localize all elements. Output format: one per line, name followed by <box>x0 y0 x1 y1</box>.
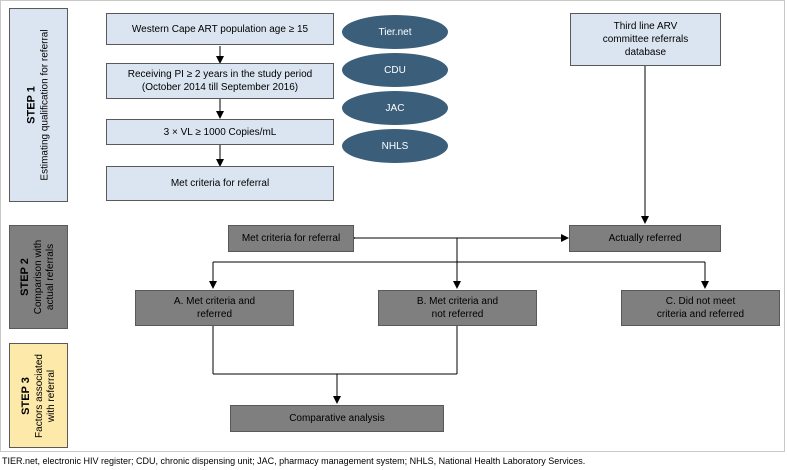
connector-arrows <box>209 46 709 404</box>
receiving-pi-line1: Receiving PI ≥ 2 years in the study peri… <box>127 69 313 80</box>
group-b-line2: not referred <box>431 309 484 320</box>
population-label: Western Cape ART population age ≥ 15 <box>131 23 309 35</box>
third-line-database-box: Third line ARV committee referrals datab… <box>570 13 721 66</box>
viral-load-label: 3 × VL ≥ 1000 Copies/mL <box>163 126 277 138</box>
comparative-analysis-label: Comparative analysis <box>289 413 385 424</box>
actually-referred-box: Actually referred <box>569 225 721 252</box>
source-cdu-label: CDU <box>384 64 406 76</box>
group-a-line2: referred <box>196 309 232 320</box>
group-b-box: B. Met criteria and not referred <box>378 290 537 326</box>
source-cdu: CDU <box>342 53 448 87</box>
third-line-line2: committee referrals <box>602 34 689 45</box>
met-criteria-step2-label: Met criteria for referral <box>241 233 341 244</box>
receiving-pi-line2: (October 2014 till September 2016) <box>141 82 299 93</box>
source-jac: JAC <box>342 91 448 125</box>
source-nhls-label: NHLS <box>381 140 409 152</box>
group-c-line1: C. Did not meet <box>665 296 736 307</box>
comparative-analysis-box: Comparative analysis <box>230 405 444 432</box>
group-a-line1: A. Met criteria and <box>173 296 256 307</box>
step-3-panel: STEP 3 Factors associated with referral <box>9 343 68 448</box>
met-criteria-step2-box: Met criteria for referral <box>228 225 354 252</box>
viral-load-box: 3 × VL ≥ 1000 Copies/mL <box>106 119 334 145</box>
group-c-box: C. Did not meet criteria and referred <box>621 290 780 326</box>
third-line-line1: Third line ARV <box>613 21 678 32</box>
step-1-panel: STEP 1 Estimating qualification for refe… <box>9 8 68 202</box>
group-b-line1: B. Met criteria and <box>416 296 499 307</box>
receiving-pi-box: Receiving PI ≥ 2 years in the study peri… <box>106 63 334 99</box>
third-line-line3: database <box>624 47 667 58</box>
met-criteria-step1-label: Met criteria for referral <box>170 178 270 189</box>
source-tiernet: Tier.net <box>342 15 448 49</box>
footnote: TIER.net, electronic HIV register; CDU, … <box>2 456 586 466</box>
source-jac-label: JAC <box>385 102 405 114</box>
group-c-line2: criteria and referred <box>656 309 745 320</box>
step-2-panel: STEP 2 Comparison with actual referrals <box>9 225 68 329</box>
diagram-frame <box>0 0 785 452</box>
actually-referred-label: Actually referred <box>608 233 682 244</box>
group-a-box: A. Met criteria and referred <box>135 290 294 326</box>
population-box: Western Cape ART population age ≥ 15 <box>106 13 334 45</box>
source-nhls: NHLS <box>342 129 448 163</box>
met-criteria-step1-box: Met criteria for referral <box>106 166 334 201</box>
source-tiernet-label: Tier.net <box>378 26 412 38</box>
